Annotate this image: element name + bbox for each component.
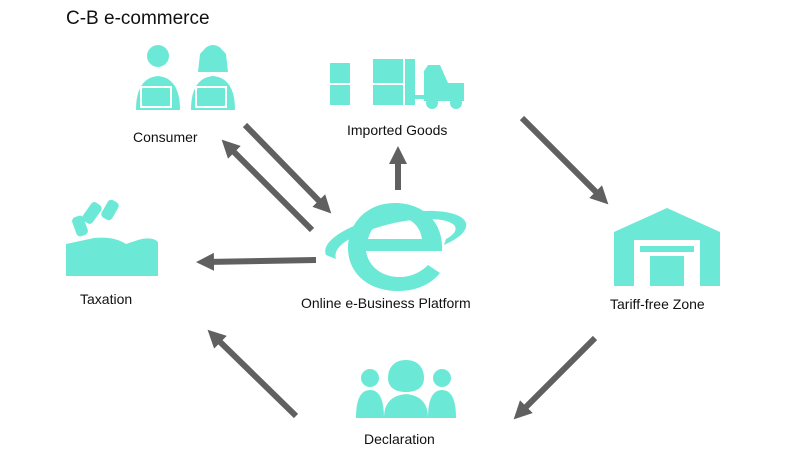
imported-goods-label: Imported Goods xyxy=(347,122,448,138)
diagram-title: C-B e-commerce xyxy=(66,8,210,29)
arrow-platform-to-taxation xyxy=(196,252,317,271)
group-of-people-icon xyxy=(356,360,456,418)
taxation-label: Taxation xyxy=(80,291,133,307)
two-people-at-laptops-icon xyxy=(136,45,235,110)
tariff-free-zone-label: Tariff-free Zone xyxy=(610,296,705,312)
consumer-label: Consumer xyxy=(133,129,198,145)
arrow-imported-goods-to-tariff-free-zone xyxy=(519,115,609,205)
arrow-declaration-to-taxation xyxy=(207,329,299,419)
warehouse-icon xyxy=(614,208,720,286)
arrow-consumer-to-platform xyxy=(242,122,332,214)
boxes-and-forklift-icon xyxy=(330,59,464,109)
hand-with-coins-icon xyxy=(66,200,158,276)
platform-label: Online e-Business Platform xyxy=(301,295,471,311)
declaration-label: Declaration xyxy=(364,431,435,447)
e-logo-icon xyxy=(325,203,467,291)
arrow-tariff-free-zone-to-declaration xyxy=(513,335,598,420)
arrow-platform-to-consumer xyxy=(221,139,315,233)
